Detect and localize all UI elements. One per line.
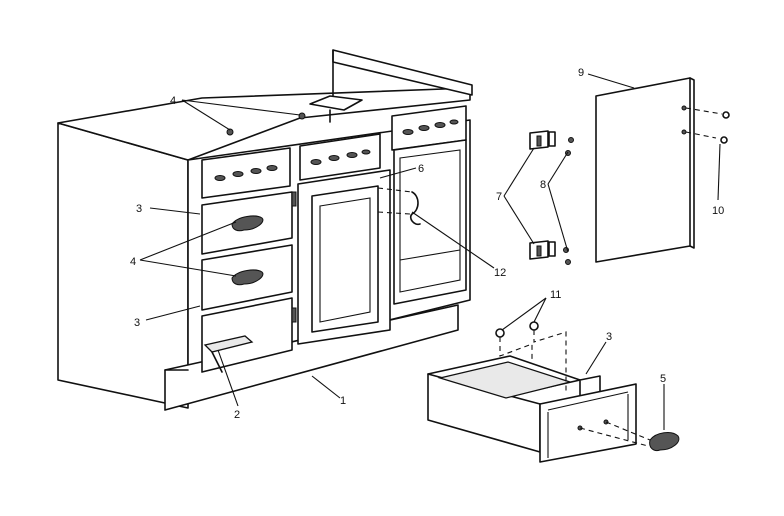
callout-labels: 4 3 4 3 2 1 6 12 7 8 9 10 11 3 5	[130, 67, 724, 421]
left-open-bay	[201, 297, 293, 373]
knob-screw	[720, 111, 730, 144]
door-hinge-marks	[291, 191, 297, 323]
top-rail	[201, 105, 467, 199]
hinge-upper	[529, 130, 556, 150]
drawer-glide-screws	[495, 321, 567, 392]
left-drawer-upper	[201, 191, 293, 255]
callout-4b: 5	[660, 373, 666, 385]
callout-1: 1	[340, 395, 346, 407]
separate-door-panel	[595, 77, 730, 263]
callout-7: 7	[496, 191, 502, 203]
left-drawer-lower	[201, 244, 293, 311]
right-open-compartment	[393, 139, 467, 305]
callout-11: 11	[550, 289, 561, 301]
door-frame	[297, 169, 391, 345]
drawer-pull	[579, 421, 680, 451]
ornament-carving-center	[310, 149, 371, 165]
callout-6: 6	[418, 163, 424, 175]
callout-8: 8	[540, 179, 546, 191]
callout-2: 2	[234, 409, 240, 421]
screw-5a	[226, 128, 234, 136]
callout-9: 9	[578, 67, 584, 79]
callout-3c: 3	[606, 331, 612, 343]
door-pull-handle	[377, 187, 421, 226]
callout-4a: 4	[130, 256, 136, 268]
ornament-carving-left	[214, 165, 278, 181]
ornament-carving-right	[402, 119, 459, 135]
callout-3a: 3	[136, 203, 142, 215]
callout-3b: 3	[134, 317, 140, 329]
leader-lines	[139, 73, 721, 430]
hinge-lower	[529, 240, 556, 260]
loose-drawer	[427, 355, 637, 463]
callout-12: 12	[494, 267, 506, 279]
callout-10: 10	[712, 205, 724, 217]
screw-5b	[298, 112, 306, 120]
callout-5: 4	[170, 95, 176, 107]
top-fitting-plate	[309, 95, 363, 123]
